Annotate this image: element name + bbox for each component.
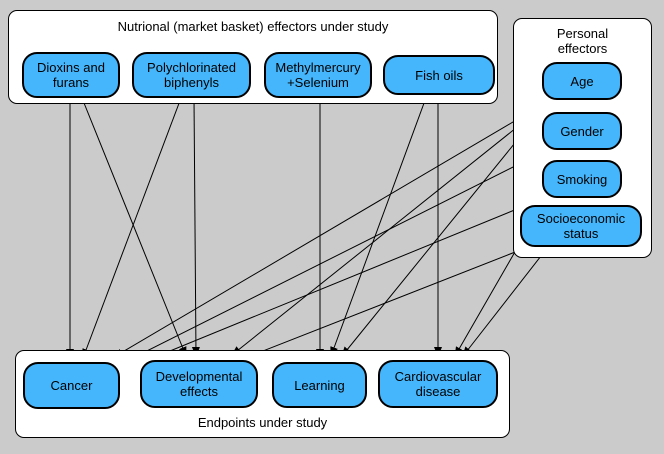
node-cancer: Cancer (23, 362, 120, 409)
node-label: Polychlorinated biphenyls (147, 60, 236, 90)
edge-polychlorinated-biphenyls-to-cancer (82, 97, 182, 359)
node-label: Gender (560, 123, 604, 139)
node-age: Age (542, 62, 622, 100)
node-socioeconomic-status: Socioeconomic status (520, 205, 642, 247)
node-smoking: Smoking (542, 160, 622, 198)
edge-fish-oils-to-learning (330, 94, 428, 357)
edge-polychlorinated-biphenyls-to-developmental-effects (191, 97, 200, 357)
node-dioxins-furans: Dioxins and furans (22, 52, 120, 98)
node-methylmercury-selenium: Methylmercury +Selenium (264, 52, 372, 98)
node-label: Cancer (50, 378, 93, 393)
node-developmental-effects: Developmental effects (140, 360, 258, 408)
node-cardiovascular-disease: Cardiovascular disease (378, 360, 498, 408)
node-label: Methylmercury +Selenium (275, 60, 361, 90)
node-label: Smoking (556, 171, 608, 187)
endpoints-title: Endpoints under study (197, 415, 328, 430)
node-label: Dioxins and furans (37, 60, 105, 90)
edge-age-to-cancer (113, 98, 553, 358)
node-label: Developmental effects (155, 369, 243, 399)
node-label: Age (570, 73, 594, 89)
node-label: Fish oils (415, 67, 463, 83)
nutritional-effectors-title: Nutrional (market basket) effectors unde… (117, 19, 389, 34)
personal-effectors-title: Personal effectors (556, 26, 609, 56)
edge-age-to-developmental-effects (231, 99, 552, 356)
edge-smoking-to-cancer (125, 197, 545, 370)
node-fish-oils: Fish oils (383, 55, 495, 95)
node-label: Socioeconomic status (536, 211, 626, 241)
node-label: Cardiovascular disease (394, 369, 482, 399)
edge-socioeconomic-status-to-cardiovascular-disease (462, 246, 549, 357)
node-polychlorinated-biphenyls: Polychlorinated biphenyls (132, 52, 251, 98)
edge-gender-to-cancer (120, 149, 548, 365)
node-learning: Learning (272, 362, 367, 408)
edge-dioxins-furans-to-developmental-effects (81, 97, 187, 357)
node-label: Learning (294, 377, 345, 393)
node-gender: Gender (542, 112, 622, 150)
edge-socioeconomic-status-to-developmental-effects (239, 246, 529, 361)
